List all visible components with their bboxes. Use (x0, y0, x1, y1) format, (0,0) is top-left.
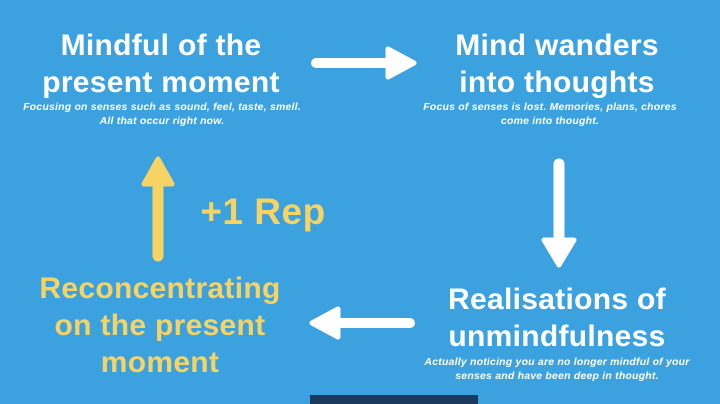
node-mindful-title: Mindful of the present moment (36, 27, 286, 101)
plus-one-rep-label: +1 Rep (200, 191, 326, 232)
arrow-left-icon (309, 306, 415, 340)
node-wanders-title-line1: Mind wanders (455, 29, 659, 62)
node-wanders-subtitle: Focus of senses is lost. Memories, plans… (400, 100, 700, 128)
node-mindful-title-line2: present moment (42, 66, 280, 99)
node-wanders-title-line2: into thoughts (459, 66, 655, 99)
arrow-down-icon (541, 158, 577, 268)
node-reconcentrating-title-line1: Reconcentrating (39, 272, 281, 305)
node-realisations-subtitle-line1: Actually noticing you are no longer mind… (424, 356, 690, 368)
node-realisations-title-line1: Realisations of (448, 283, 666, 316)
node-reconcentrating-title-line3: moment (100, 346, 220, 379)
node-realisations-title-line2: unmindfulness (448, 320, 666, 353)
node-realisations-title: Realisations of unmindfulness (432, 281, 682, 355)
node-wanders-subtitle-line2: come into thought. (500, 115, 600, 127)
node-mindful-title-line1: Mindful of the (60, 29, 262, 62)
arrow-up-icon (141, 156, 175, 262)
node-reconcentrating-title-line2: on the present (54, 309, 266, 342)
node-wanders-title: Mind wanders into thoughts (432, 27, 682, 101)
node-realisations-subtitle: Actually noticing you are no longer mind… (402, 355, 712, 383)
node-realisations-subtitle-line2: senses and have been deep in thought. (455, 370, 659, 382)
progress-bar (310, 395, 478, 404)
node-reconcentrating-title: Reconcentrating on the present moment (30, 270, 290, 381)
arrow-right-icon (311, 46, 417, 80)
node-mindful-subtitle-line2: All that occur right now. (99, 115, 225, 127)
node-wanders-subtitle-line1: Focus of senses is lost. Memories, plans… (423, 101, 677, 113)
node-mindful-subtitle: Focusing on senses such as sound, feel, … (12, 100, 312, 128)
node-mindful-subtitle-line1: Focusing on senses such as sound, feel, … (23, 101, 301, 113)
